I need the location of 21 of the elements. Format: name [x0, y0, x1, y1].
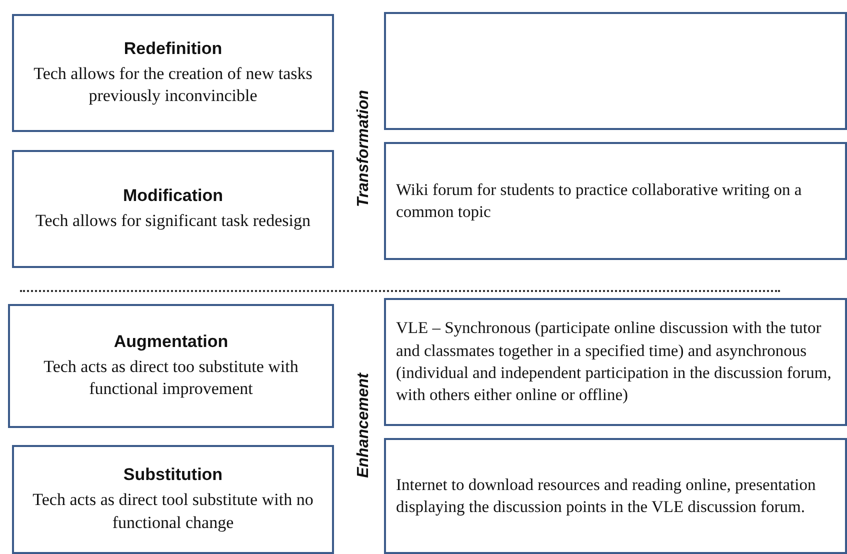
phase-label: Enhancement	[355, 372, 373, 478]
example-text: VLE – Synchronous (participate online discussion with the tutor and classmates together in a specified time) and asynchronous (individual and independent participation in the discussion forum, with others either online or offline)	[396, 317, 832, 406]
level-heading: Redefinition	[124, 38, 222, 59]
level-description: Tech allows for significant task redesign	[36, 210, 310, 232]
example-text: Wiki forum for students to practice collaborative writing on a common topic	[396, 178, 803, 223]
level-box	[12, 14, 334, 132]
level-heading: Substitution	[123, 465, 223, 486]
level-description: Tech acts as direct tool substitute with no functional change	[32, 489, 314, 534]
level-heading: Augmentation	[114, 332, 228, 352]
level-heading: Modification	[122, 186, 224, 206]
example-box	[384, 12, 847, 130]
example-box	[384, 298, 847, 426]
example-text: Internet to download resources and reading online, presentation displaying the discussion points in the VLE discussion forum.	[396, 474, 817, 518]
phase-label: Transformation	[355, 90, 373, 207]
example-box	[384, 438, 847, 554]
level-box	[12, 150, 334, 268]
example-box	[384, 142, 847, 260]
level-description: Tech acts as direct too substitute with functional improvement	[42, 356, 300, 400]
level-box	[8, 304, 334, 428]
level-box	[12, 445, 334, 554]
level-description: Tech allows for the creation of new tasks previously inconvincible	[32, 62, 314, 107]
